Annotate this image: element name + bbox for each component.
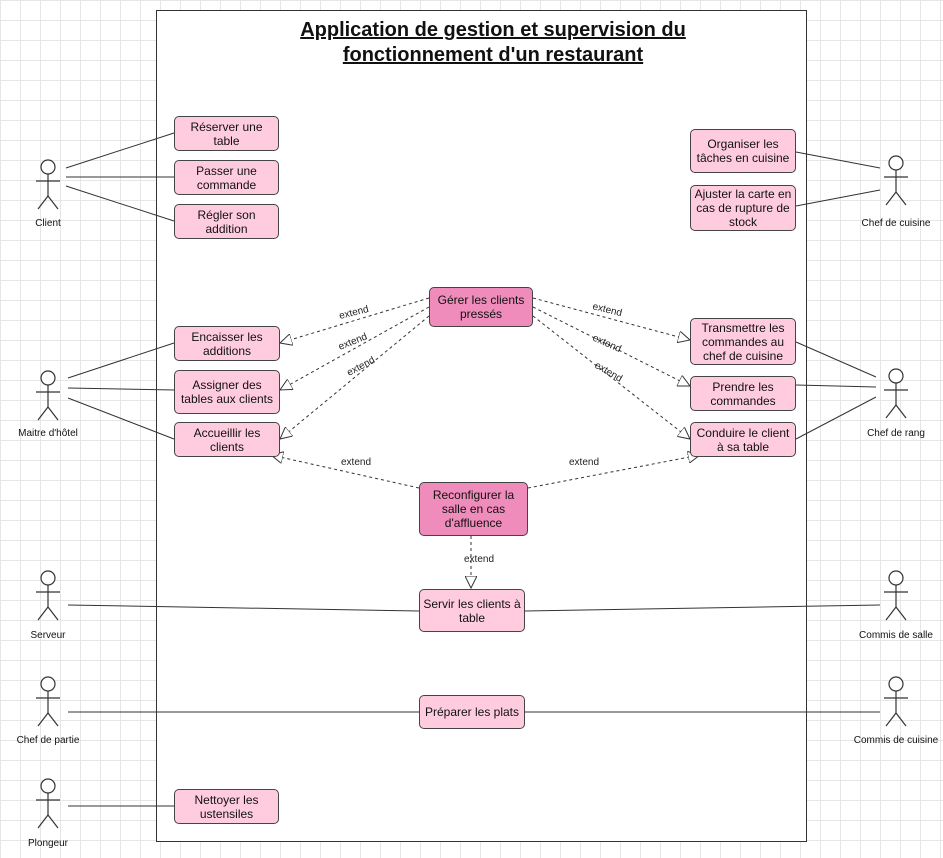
actor-commis-salle-icon[interactable] bbox=[884, 570, 908, 621]
actor-serveur-icon[interactable] bbox=[36, 570, 60, 621]
assoc-maitre-assigner bbox=[67, 387, 175, 391]
actor-chef-partie-icon[interactable] bbox=[36, 676, 60, 727]
use-case-label: Ajuster la carte en cas de rupture de st… bbox=[694, 187, 792, 229]
use-case-label: Préparer les plats bbox=[424, 705, 520, 719]
extend-label: extend bbox=[464, 554, 494, 565]
use-case-encaisser-additions[interactable]: Encaisser les additions bbox=[174, 326, 280, 361]
use-case-label: Servir les clients à table bbox=[423, 596, 521, 625]
use-case-preparer-plats[interactable]: Préparer les plats bbox=[419, 695, 525, 729]
actor-chef-rang-label: Chef de rang bbox=[867, 428, 925, 439]
assoc-client-reserver bbox=[65, 132, 175, 169]
use-case-label: Régler son addition bbox=[197, 207, 256, 236]
use-case-passer-commande[interactable]: Passer une commande bbox=[174, 160, 279, 195]
actor-client-label: Client bbox=[35, 218, 61, 229]
use-case-prendre-commandes[interactable]: Prendre les commandes bbox=[690, 376, 796, 411]
assoc-chefrang-prendre bbox=[795, 384, 877, 388]
use-case-label: Encaisser les additions bbox=[191, 329, 263, 358]
use-case-label: Réserver une table bbox=[190, 119, 263, 148]
use-case-label: Reconfigurer la salle en cas d'affluence bbox=[432, 488, 515, 530]
use-case-accueillir-clients[interactable]: Accueillir les clients bbox=[174, 422, 280, 457]
use-case-label: Nettoyer les ustensiles bbox=[194, 792, 259, 821]
actor-commis-cuisine-icon[interactable] bbox=[884, 676, 908, 727]
use-case-nettoyer-ustensiles[interactable]: Nettoyer les ustensiles bbox=[174, 789, 279, 824]
assoc-chefrang-transmettre bbox=[795, 341, 877, 378]
actor-commis-salle-label: Commis de salle bbox=[859, 630, 933, 641]
title-line-1: Application de gestion et supervision du bbox=[300, 19, 686, 41]
use-case-servir-clients[interactable]: Servir les clients à table bbox=[419, 589, 525, 632]
extend-gerer-prendre bbox=[532, 306, 690, 386]
extend-gerer-accueillir bbox=[280, 315, 430, 439]
extend-label: extend bbox=[569, 457, 599, 468]
extend-label: extend bbox=[338, 304, 370, 322]
diagram-title: Application de gestion et supervision du… bbox=[170, 18, 816, 68]
assoc-chefrang-conduire bbox=[795, 396, 877, 440]
assoc-chefcuisine-organiser bbox=[795, 151, 881, 169]
assoc-chefcuisine-ajuster bbox=[795, 189, 881, 207]
assoc-serveur-servir bbox=[67, 604, 420, 612]
use-case-label: Conduire le client à sa table bbox=[696, 425, 790, 454]
assoc-commissalle-servir bbox=[524, 604, 881, 612]
use-case-assigner-tables[interactable]: Assigner des tables aux clients bbox=[174, 370, 280, 414]
use-case-ajuster-carte[interactable]: Ajuster la carte en cas de rupture de st… bbox=[690, 185, 796, 231]
actor-chef-partie-label: Chef de partie bbox=[16, 735, 80, 746]
actor-chef-cuisine-icon[interactable] bbox=[884, 155, 908, 206]
extend-reconfig-accueillir bbox=[271, 455, 420, 489]
actor-maitre-hotel-label: Maitre d'hôtel bbox=[18, 428, 78, 439]
use-case-label: Organiser les tâches en cuisine bbox=[696, 137, 790, 165]
extend-label: extend bbox=[593, 360, 625, 385]
extend-gerer-assigner bbox=[280, 306, 430, 390]
extend-reconfig-conduire bbox=[527, 455, 700, 489]
actor-client-icon[interactable] bbox=[36, 159, 60, 210]
actor-plongeur-icon[interactable] bbox=[36, 778, 60, 829]
use-case-label: Prendre les commandes bbox=[710, 379, 776, 408]
extend-gerer-encaisser bbox=[280, 297, 430, 343]
use-case-label: Passer une commande bbox=[196, 163, 257, 192]
title-line-2: fonctionnement d'un restaurant bbox=[342, 44, 644, 66]
extend-label: extend bbox=[345, 355, 377, 379]
use-case-reserver-table[interactable]: Réserver une table bbox=[174, 116, 279, 151]
extend-relations bbox=[271, 297, 700, 588]
actor-chef-rang-icon[interactable] bbox=[884, 368, 908, 419]
use-case-label: Accueillir les clients bbox=[193, 425, 261, 454]
actor-commis-cuisine-label: Commis de cuisine bbox=[853, 735, 939, 746]
use-case-transmettre-commandes[interactable]: Transmettre les commandes au chef de cui… bbox=[690, 318, 796, 365]
assoc-client-regler bbox=[65, 185, 175, 222]
actor-serveur-label: Serveur bbox=[30, 630, 66, 641]
extend-label: extend bbox=[337, 331, 369, 352]
use-case-label: Gérer les clients pressés bbox=[437, 293, 525, 321]
extend-label: extend bbox=[591, 301, 623, 319]
use-case-reconfigurer-salle[interactable]: Reconfigurer la salle en cas d'affluence bbox=[419, 482, 528, 536]
use-case-gerer-clients-presses[interactable]: Gérer les clients pressés bbox=[429, 287, 533, 327]
actor-figures bbox=[36, 155, 908, 829]
assoc-maitre-encaisser bbox=[67, 342, 175, 379]
use-case-conduire-client[interactable]: Conduire le client à sa table bbox=[690, 422, 796, 457]
extend-label: extend bbox=[341, 457, 371, 468]
use-case-organiser-taches[interactable]: Organiser les tâches en cuisine bbox=[690, 129, 796, 173]
use-case-label: Assigner des tables aux clients bbox=[180, 378, 274, 406]
associations bbox=[65, 132, 881, 807]
use-case-label: Transmettre les commandes au chef de cui… bbox=[701, 320, 785, 363]
assoc-maitre-accueillir bbox=[67, 397, 175, 440]
actor-maitre-hotel-icon[interactable] bbox=[36, 370, 60, 421]
use-case-regler-addition[interactable]: Régler son addition bbox=[174, 204, 279, 239]
actor-chef-cuisine-label: Chef de cuisine bbox=[861, 218, 931, 229]
extend-label: extend bbox=[591, 333, 623, 355]
actor-plongeur-label: Plongeur bbox=[27, 838, 69, 849]
